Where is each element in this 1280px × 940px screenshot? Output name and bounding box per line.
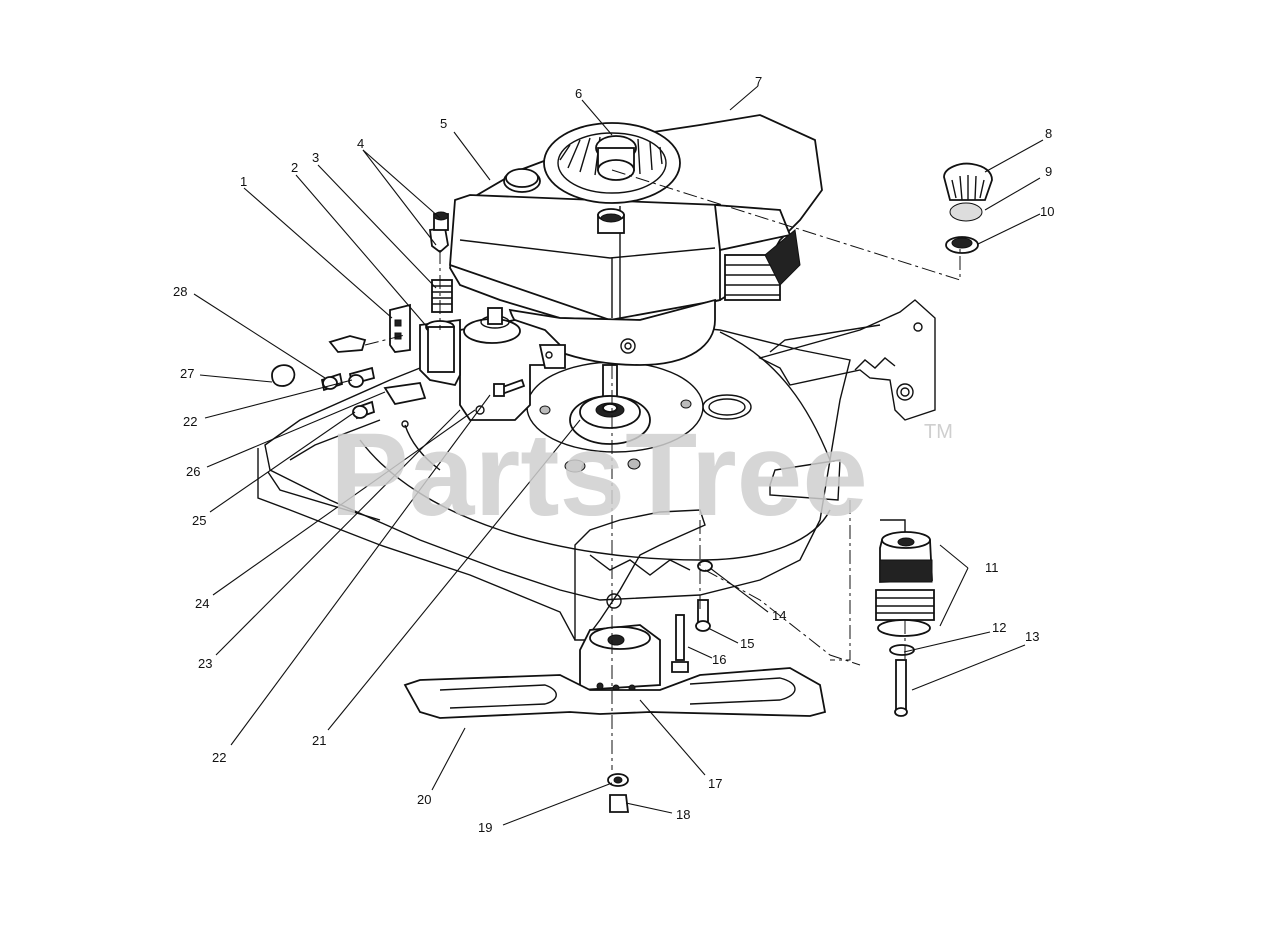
callout-18: 18 [676, 807, 690, 822]
callout-23: 23 [198, 656, 212, 671]
hardware-bottom [607, 560, 713, 813]
spring [431, 279, 453, 313]
callout-8: 8 [1045, 126, 1052, 141]
callout-21: 21 [312, 733, 326, 748]
callout-16: 16 [712, 652, 726, 667]
starter-motor [459, 307, 566, 421]
callout-22-upper: 22 [183, 414, 197, 429]
callout-20: 20 [417, 792, 431, 807]
callout-2: 2 [291, 160, 298, 175]
callout-14: 14 [772, 608, 786, 623]
air-cleaner-assembly [875, 531, 935, 717]
callout-15: 15 [740, 636, 754, 651]
cylinder-fins [724, 229, 801, 301]
callout-5: 5 [440, 116, 447, 131]
callout-9: 9 [1045, 164, 1052, 179]
air-cleaner [943, 162, 993, 254]
callout-28: 28 [173, 284, 187, 299]
blade [403, 667, 827, 719]
leader-lines [193, 85, 1044, 826]
callout-11: 11 [985, 560, 999, 575]
callout-12: 12 [992, 620, 1006, 635]
callout-13: 13 [1025, 629, 1039, 644]
callout-17: 17 [708, 776, 722, 791]
watermark-text: PartsTree [330, 409, 868, 541]
callout-10: 10 [1040, 204, 1054, 219]
callout-25: 25 [192, 513, 206, 528]
callout-4: 4 [357, 136, 364, 151]
callout-3: 3 [312, 150, 319, 165]
callout-6: 6 [575, 86, 582, 101]
solenoid-assembly [328, 211, 461, 387]
callout-labels: 1 2 3 4 5 6 7 8 9 10 11 12 13 14 15 16 1… [173, 74, 1054, 835]
callout-1: 1 [240, 174, 247, 189]
handle-bracket [758, 299, 936, 421]
callout-26: 26 [186, 464, 200, 479]
callout-22-lower: 22 [212, 750, 226, 765]
callout-27: 27 [180, 366, 194, 381]
callout-7: 7 [755, 74, 762, 89]
callout-19: 19 [478, 820, 492, 835]
callout-24: 24 [195, 596, 209, 611]
watermark: PartsTree TM [330, 409, 953, 541]
watermark-trademark: TM [924, 421, 953, 443]
blade-adapter [579, 624, 661, 692]
